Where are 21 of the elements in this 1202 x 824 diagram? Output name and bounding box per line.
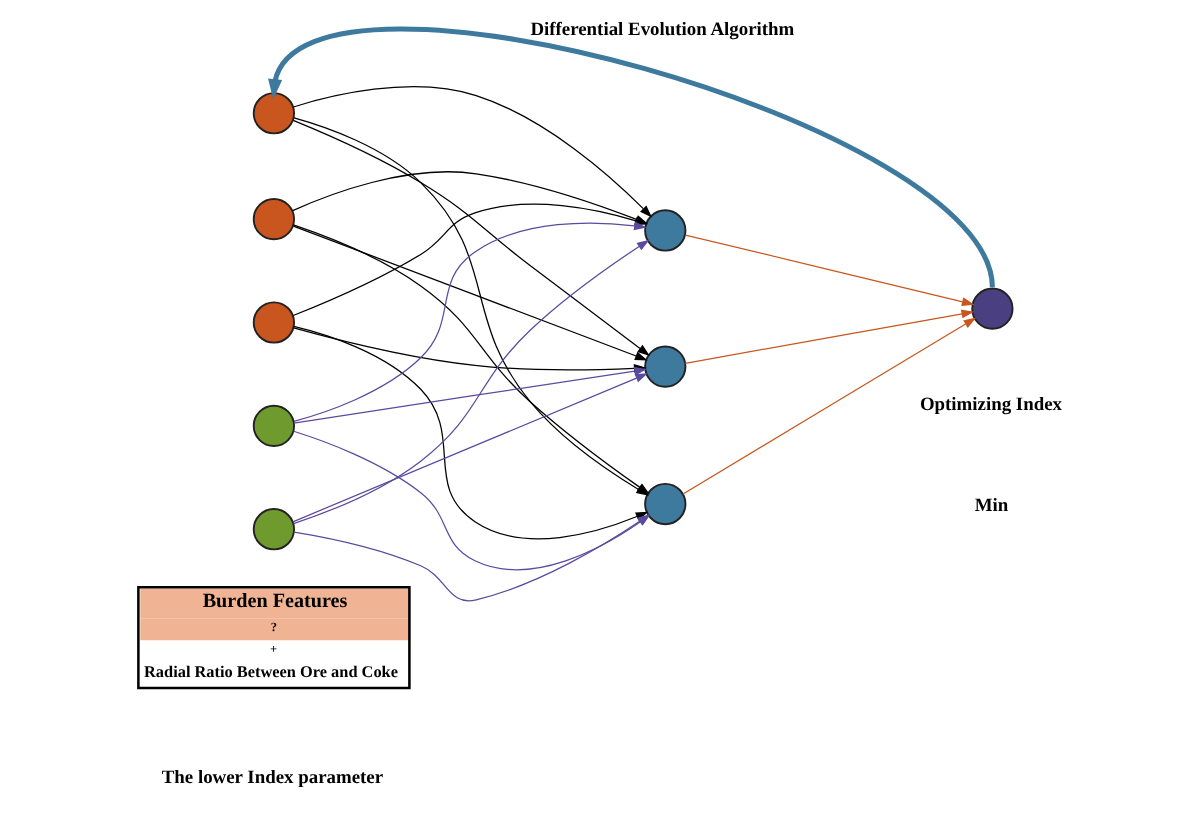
edge-label: Differential Evolution Algorithm — [530, 21, 795, 42]
node-circle — [252, 92, 295, 135]
node-circle — [252, 404, 295, 447]
node-label: Optimizing Index — [919, 396, 1063, 417]
arrow — [293, 366, 647, 424]
label: Min — [974, 496, 1009, 517]
arrow — [268, 26, 995, 288]
arrow — [293, 514, 651, 602]
node-circle — [971, 287, 1014, 330]
node-circle — [252, 301, 295, 344]
arrow — [684, 309, 975, 364]
arrow — [292, 225, 648, 361]
node-circle — [644, 345, 687, 388]
node-circle — [252, 508, 295, 551]
arrow — [682, 317, 977, 495]
node-circle — [644, 209, 687, 252]
node-circle — [252, 198, 295, 241]
label: The lower Index parameter — [161, 769, 384, 790]
node-circle — [644, 482, 687, 526]
arrow — [684, 234, 975, 306]
arrow — [292, 86, 653, 218]
